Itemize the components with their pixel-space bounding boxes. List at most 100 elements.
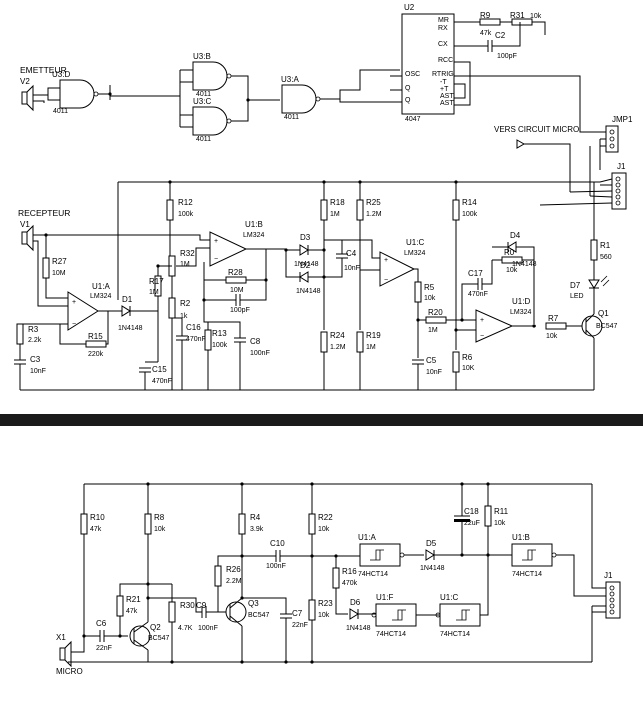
transistor-q1-icon bbox=[581, 313, 603, 339]
arrow-icon bbox=[516, 139, 526, 149]
c5-value: 10nF bbox=[426, 369, 442, 376]
d4-label: D4 bbox=[510, 231, 521, 240]
r9-label: R9 bbox=[480, 11, 491, 20]
transistor-q3-icon bbox=[225, 597, 247, 627]
svg-text:−: − bbox=[72, 321, 76, 328]
r21-value: 47k bbox=[126, 608, 138, 615]
r30-value: 4.7K bbox=[178, 625, 193, 632]
r26-value: 2.2M bbox=[226, 578, 242, 585]
r23-label: R23 bbox=[318, 599, 333, 608]
r15-value: 220k bbox=[88, 351, 104, 358]
r27-label: R27 bbox=[52, 257, 67, 266]
u1c-label: U1:C bbox=[406, 238, 424, 247]
r7-label: R7 bbox=[548, 314, 559, 323]
q3-value: BC547 bbox=[248, 612, 270, 619]
q1-label: Q1 bbox=[598, 309, 609, 318]
diode-d5-icon bbox=[425, 549, 435, 561]
u1b-schmitt-label: U1:B bbox=[512, 533, 530, 542]
c9-label: C9 bbox=[196, 601, 207, 610]
r8-value: 10k bbox=[154, 526, 166, 533]
r19-value: 1M bbox=[366, 344, 376, 351]
u2-pin-ast2: AST bbox=[440, 100, 454, 107]
q1-value: BC547 bbox=[596, 323, 618, 330]
micro-label: MICRO bbox=[56, 667, 83, 676]
r27-value: 10M bbox=[52, 270, 66, 277]
d7-label: D7 bbox=[570, 281, 581, 290]
svg-text:+: + bbox=[480, 317, 484, 324]
r18-label: R18 bbox=[330, 198, 345, 207]
d2-label-visible: D2 bbox=[300, 261, 311, 270]
r10-value: 47k bbox=[90, 526, 102, 533]
u1c-schmitt-part: 74HCT14 bbox=[440, 631, 470, 638]
svg-text:−: − bbox=[480, 333, 484, 340]
r20-value: 1M bbox=[428, 327, 438, 334]
c3-label: C3 bbox=[30, 355, 41, 364]
microphone-icon bbox=[59, 640, 72, 668]
r31-value: 10k bbox=[530, 13, 542, 20]
c6-value: 22nF bbox=[96, 645, 112, 652]
c2-value: 100pF bbox=[497, 53, 517, 60]
u1b-label: U1:B bbox=[245, 220, 263, 229]
r12-label: R12 bbox=[178, 198, 193, 207]
u1a-schmitt-part: 74HCT14 bbox=[358, 571, 388, 578]
v1-label: V1 bbox=[20, 220, 30, 229]
svg-text:+: + bbox=[72, 299, 76, 306]
q2-value: BC547 bbox=[148, 635, 170, 642]
c15-value: 470nF bbox=[152, 378, 172, 385]
u1f-label: U1:F bbox=[376, 593, 393, 602]
svg-text:+: + bbox=[214, 238, 218, 245]
r23-value: 10k bbox=[318, 612, 330, 619]
u3a-label: U3:A bbox=[281, 75, 299, 84]
r30-label: R30 bbox=[180, 601, 195, 610]
r17-label: R17 bbox=[149, 277, 164, 286]
u3d-part: 4011 bbox=[53, 108, 68, 115]
opamp-u1c bbox=[379, 251, 416, 287]
r21-label: R21 bbox=[126, 595, 141, 604]
c4-value: 10nF bbox=[344, 265, 360, 272]
r25-label: R25 bbox=[366, 198, 381, 207]
r32-value: 1M bbox=[180, 261, 190, 268]
micro-circuit-label: VERS CIRCUIT MICRO bbox=[494, 125, 579, 134]
d5-label: D5 bbox=[426, 539, 437, 548]
diode-d6-icon bbox=[349, 608, 359, 620]
q3-label: Q3 bbox=[248, 599, 259, 608]
u2-pin-rx: RX bbox=[438, 25, 448, 32]
r13-label: R13 bbox=[212, 329, 227, 338]
r10-label: R10 bbox=[90, 513, 105, 522]
r14-value: 100k bbox=[462, 211, 478, 218]
x1-label: X1 bbox=[56, 633, 66, 642]
c17-value: 470nF bbox=[468, 291, 488, 298]
u1a-part: LM324 bbox=[90, 293, 112, 300]
r0-value: 10k bbox=[506, 267, 518, 274]
receiver-label: RECEPTEUR bbox=[18, 208, 70, 218]
nand-gate-u3b bbox=[192, 61, 232, 91]
d3-label: D3 bbox=[300, 233, 311, 242]
u1a-schmitt-label: U1:A bbox=[358, 533, 376, 542]
c10-value: 100nF bbox=[266, 563, 286, 570]
r13-value: 100k bbox=[212, 342, 228, 349]
opamp-u1d bbox=[475, 309, 514, 343]
c18-value: 22uF bbox=[464, 520, 480, 527]
c15-label: C15 bbox=[152, 365, 167, 374]
r25-value: 1.2M bbox=[366, 211, 382, 218]
svg-text:+: + bbox=[384, 257, 388, 264]
u2-pin-cx: CX bbox=[438, 41, 448, 48]
c5-label: C5 bbox=[426, 356, 437, 365]
diode-d3-icon bbox=[299, 244, 309, 256]
r16-label: R16 bbox=[342, 567, 357, 576]
r5-label: R5 bbox=[424, 283, 435, 292]
c9-value: 100nF bbox=[198, 625, 218, 632]
r18-value: 1M bbox=[330, 211, 340, 218]
c2-label: C2 bbox=[495, 31, 506, 40]
transistor-q2-icon bbox=[129, 621, 151, 651]
r7-value: 10k bbox=[546, 333, 558, 340]
u2-pin-q: Q bbox=[405, 85, 411, 92]
c8-label: C8 bbox=[250, 337, 261, 346]
r15-label: R15 bbox=[88, 332, 103, 341]
d4-value-visible: 1N4148 bbox=[512, 261, 537, 268]
u2-part: 4047 bbox=[405, 116, 421, 123]
c6-label: C6 bbox=[96, 619, 107, 628]
c17-label: C17 bbox=[468, 269, 483, 278]
